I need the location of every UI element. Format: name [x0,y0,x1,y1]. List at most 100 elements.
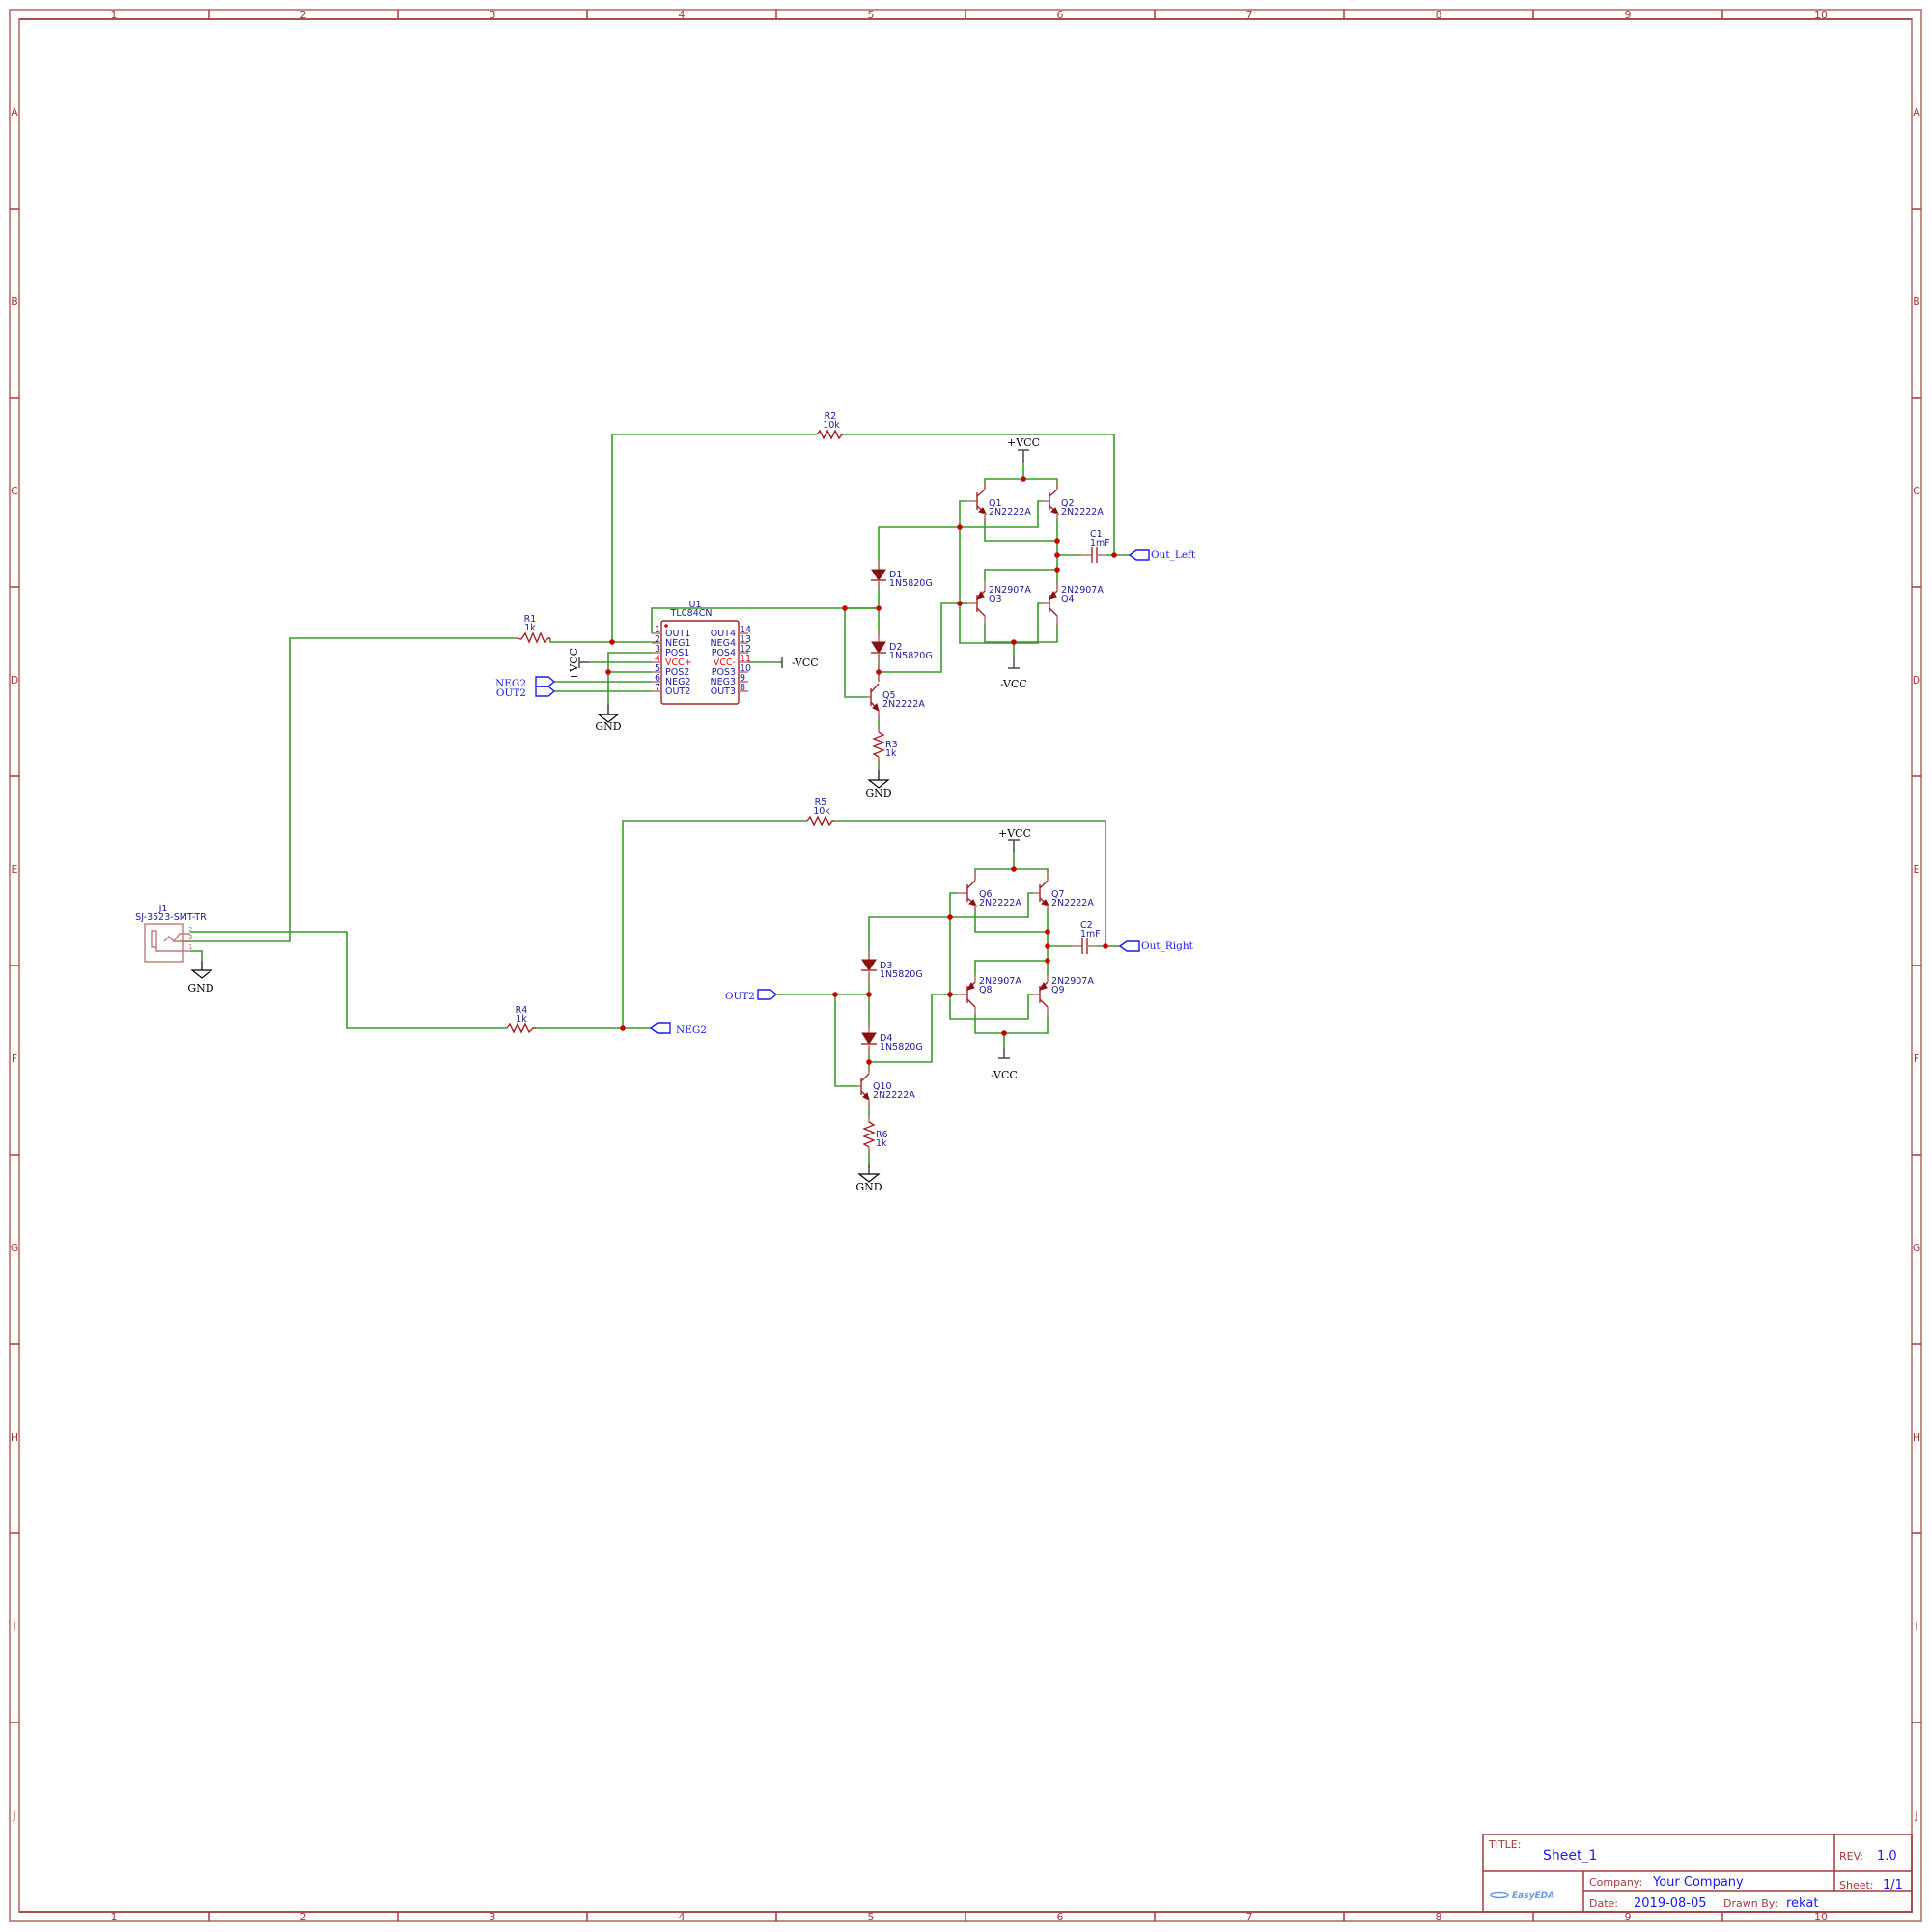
col-label-bottom: 3 [490,1911,496,1923]
junction [866,1059,872,1065]
junction [947,914,953,920]
diode-d3[interactable]: D3 1N5820G [861,950,923,985]
ground-j1: GND [187,961,214,994]
q8-ref: Q8 [979,985,993,995]
drawn-by-value: rekat [1786,1896,1818,1911]
port-out2-driver[interactable]: OUT2 [725,989,778,1002]
port-label: NEG2 [676,1024,707,1036]
junction [1045,958,1050,964]
row-label-right: I [1915,1620,1917,1633]
transistor-q8[interactable]: 2N2907A Q8 [958,975,1021,1016]
port-out-right[interactable]: Out_Right [1118,940,1194,952]
pin-num: 1 [188,943,192,951]
pin-num: 6 [655,673,660,684]
capacitor-c2[interactable]: C2 1mF [1072,920,1101,954]
r4-ref: R4 [516,1005,528,1016]
junction [1103,943,1108,949]
q1-ref: Q1 [989,498,1002,509]
junction [832,992,838,997]
junction [1045,929,1050,935]
d3-ref: D3 [880,961,892,971]
jack-j1[interactable]: 2 3 1 J1 SJ-3523-SMT-TR [135,904,207,963]
q8-value: 2N2907A [979,976,1021,987]
resistor-r3[interactable]: R3 1k [872,726,898,763]
port-out2-u1[interactable]: OUT2 [496,686,556,699]
r6-value: 1k [876,1138,887,1149]
junction [957,524,963,530]
col-label-top: 7 [1246,9,1253,21]
diode-d4[interactable]: D4 1N5820G [861,1023,923,1056]
port-label: Out_Right [1141,940,1194,952]
j1-ref: J1 [158,904,168,914]
power-vcc-neg-q8q9: -VCC [991,1048,1018,1081]
r1-value: 1k [524,623,536,633]
col-label-top: 2 [300,9,307,21]
pin-name: NEG4 [710,638,736,649]
resistor-r1[interactable]: R1 1k [516,614,550,644]
ground-r3: GND [865,770,892,799]
row-label-left: E [12,863,18,876]
resistor-r6[interactable]: R6 1k [862,1115,888,1154]
opamp-u1[interactable]: U1 TL084CN 1 2 3 4 5 6 7 14 13 12 11 10 … [652,600,751,705]
junction [842,605,848,611]
r6-ref: R6 [876,1130,888,1140]
transistor-q6[interactable]: Q6 2N2222A [958,872,1021,912]
transistor-q4[interactable]: 2N2907A Q4 [1042,581,1104,626]
row-label-right: C [1913,485,1920,497]
diode-d1[interactable]: D1 1N5820G [871,560,933,591]
transistor-q7[interactable]: Q7 2N2222A [1033,872,1094,912]
row-labels: A B C D E F G H I J A B C D E F G H I J [11,106,1921,1822]
pin-num: 10 [740,663,751,674]
junction [1054,538,1060,544]
d4-ref: D4 [880,1033,892,1044]
power-vcc-pos-u1: +VCC [568,648,589,681]
wire-input-left [180,637,657,942]
junction [1111,552,1117,558]
power-vcc-neg-q3q4: -VCC [1000,657,1027,690]
transistor-q3[interactable]: 2N2907A Q3 [967,581,1031,626]
junction [876,605,882,611]
row-label-left: I [13,1620,15,1633]
transistor-q5[interactable]: Q5 2N2222A [867,676,925,719]
row-label-right: H [1913,1431,1920,1443]
sheet-value: 1/1 [1883,1878,1903,1892]
port-neg2-r4[interactable]: NEG2 [649,1022,707,1036]
q4-value: 2N2907A [1061,585,1104,596]
row-label-right: A [1913,106,1920,119]
junction [957,601,963,606]
port-label: OUT2 [496,687,526,699]
power-vcc-pos-q1q2: +VCC [1007,436,1040,462]
transistor-q1[interactable]: Q1 2N2222A [967,482,1031,521]
c1-value: 1mF [1090,538,1110,548]
col-label-bottom: 7 [1246,1911,1253,1923]
resistor-r4[interactable]: R4 1k [506,1005,536,1034]
q7-ref: Q7 [1051,889,1065,900]
port-out-left[interactable]: Out_Left [1128,549,1196,561]
resistor-r5[interactable]: R5 10k [806,798,834,826]
row-label-left: J [12,1809,15,1822]
q10-ref: Q10 [873,1081,892,1092]
resistor-r2[interactable]: R2 10k [816,411,844,440]
col-label-bottom: 4 [679,1911,686,1923]
row-label-right: G [1913,1242,1921,1254]
junction [947,992,953,997]
transistor-q9[interactable]: 2N2907A Q9 [1033,975,1094,1016]
diode-d2[interactable]: D2 1N5820G [871,632,933,666]
company-value: Your Company [1652,1875,1744,1890]
capacitor-c1[interactable]: C1 1mF [1081,529,1110,563]
transistor-q10[interactable]: Q10 2N2222A [857,1068,915,1108]
net-label-vcc-neg: -VCC [991,1069,1018,1081]
row-label-right: J [1914,1809,1917,1822]
ground-r6: GND [855,1164,882,1193]
r2-ref: R2 [825,411,837,422]
pin-num: 3 [188,934,192,941]
r5-ref: R5 [815,798,827,808]
port-neg2-u1[interactable]: NEG2 [495,676,556,689]
q10-value: 2N2222A [873,1090,915,1101]
net-label-gnd: GND [865,787,891,799]
row-label-left: H [11,1431,18,1443]
junction [1054,567,1060,573]
u1-value: TL084CN [670,608,713,619]
transistor-q2[interactable]: Q2 2N2222A [1042,482,1104,521]
